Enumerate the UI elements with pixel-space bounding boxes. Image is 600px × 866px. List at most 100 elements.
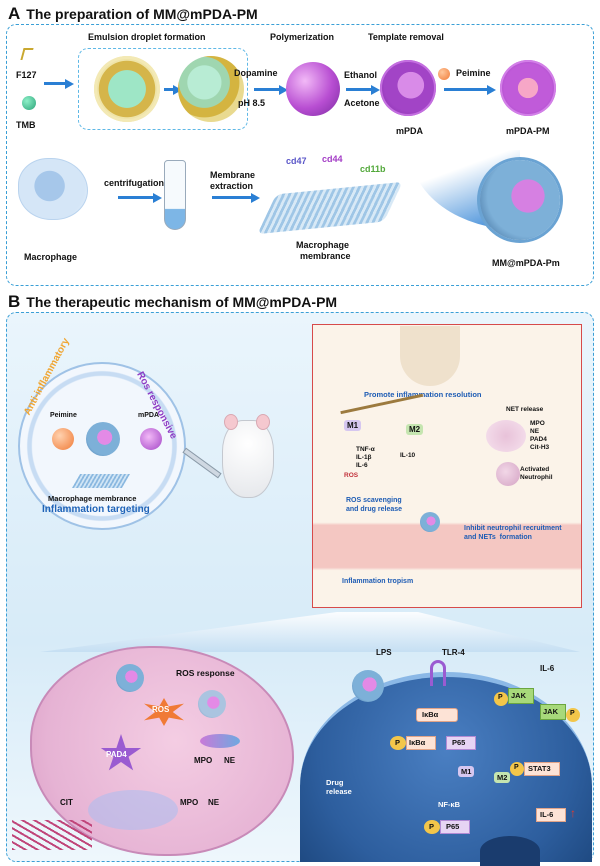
p-badge-2 <box>424 820 440 834</box>
jak-label-1: JAK <box>511 691 527 700</box>
arrow-a5 <box>444 84 496 95</box>
cytokines-down-label: TNF-α IL-1β IL-6 <box>356 446 375 469</box>
panel-a-frame <box>6 24 594 286</box>
mpda-ball <box>140 428 162 450</box>
arrow-a6 <box>118 192 162 203</box>
net-release-label: NET release <box>506 406 544 413</box>
p-badge-jak2 <box>566 708 580 722</box>
nucleus-mc <box>480 836 540 866</box>
p65-box-2 <box>440 820 470 834</box>
wheel-membrane <box>71 474 131 488</box>
p65-box <box>446 736 476 750</box>
il6-top-label: IL-6 <box>540 664 555 673</box>
dopamine-label: Dopamine <box>234 68 278 78</box>
peimine-dot <box>438 68 450 80</box>
mpda-sphere <box>380 60 436 116</box>
p-badge-jak <box>494 692 508 706</box>
macrophage-cell-icon <box>18 158 88 220</box>
final-nanoparticle <box>480 160 560 240</box>
centrifuge-tube-icon <box>164 160 186 230</box>
f127-label: F127 <box>16 70 37 80</box>
emulsion-box <box>78 48 248 130</box>
mpo2-label: MPO <box>180 798 199 807</box>
emulsion-label: Emulsion droplet formation <box>88 32 206 42</box>
up-arrow-icon: ↑ <box>570 806 576 820</box>
mpda-pm-label: mPDA-PM <box>506 126 550 136</box>
arrow-a4 <box>346 84 380 95</box>
ethanol-label: Ethanol <box>344 70 377 80</box>
ne2-label: NE <box>208 798 220 807</box>
jak-box-1 <box>508 688 534 704</box>
mouse-ear-right <box>256 414 270 430</box>
mpda-label: mPDA <box>396 126 424 136</box>
net-markers-label: MPO NE PAD4 Cit-H3 <box>530 420 550 451</box>
jak-label-2: JAK <box>543 707 559 716</box>
macrophage-membrance-label: Macrophage membrance <box>48 494 137 503</box>
stat3-box <box>524 762 560 776</box>
peimine-wheel-label: Peimine <box>50 412 77 419</box>
nucleus-blob <box>88 790 178 830</box>
ne-label: NE <box>224 756 236 765</box>
il10-label: IL-10 <box>400 452 416 459</box>
lps-label: LPS <box>376 648 392 657</box>
macrophage-label: Macrophage <box>24 252 78 262</box>
membrane-label-2: membrance <box>300 251 351 261</box>
polymerization-label: Polymerization <box>270 32 335 42</box>
il6-box <box>536 808 566 822</box>
membrane-extraction-label-2: extraction <box>210 181 254 191</box>
vessel-nanoparticle <box>420 512 440 532</box>
acetone-label: Acetone <box>344 98 380 108</box>
p-label-1: P <box>395 738 401 747</box>
mpo-ne-granule <box>200 734 240 748</box>
jak-box-2 <box>540 704 566 720</box>
mouse-icon <box>222 420 274 498</box>
m1-vessel-label: M1 <box>344 420 362 431</box>
peimine-ball <box>52 428 74 450</box>
stat3-label: STAT3 <box>528 764 551 773</box>
nc-nanoparticle-1 <box>116 664 144 692</box>
m1-mc-label: M1 <box>458 766 475 777</box>
arrow-a2 <box>164 84 182 95</box>
ikba-label: IκBα <box>422 710 439 719</box>
ros-cell-label: ROS <box>152 705 170 714</box>
polymerized-sphere <box>286 62 340 116</box>
peimine-label: Peimine <box>456 68 491 78</box>
p-badge-1 <box>390 736 406 750</box>
mc-nanoparticle <box>352 670 384 702</box>
net-neutrophil <box>486 420 526 452</box>
cit-label: CIT <box>60 798 73 807</box>
ph-label: pH 8.5 <box>238 98 266 108</box>
membrane-label-1: Macrophage <box>296 240 350 250</box>
ros-response-label: ROS response <box>176 668 235 678</box>
p-jak2-label: P <box>570 710 575 717</box>
pad4-label: PAD4 <box>106 750 127 759</box>
nc-nanoparticle-2 <box>198 690 226 718</box>
cd47-label: cd47 <box>286 156 307 166</box>
tlr4-receptor <box>430 660 446 686</box>
template-removal-label: Template removal <box>368 32 444 42</box>
dna-strands <box>12 820 92 850</box>
inflammation-targeting-label: Inflammation targeting <box>42 504 150 515</box>
arrow-a3 <box>254 84 288 95</box>
activated-neutrophil-label: Activated Neutrophil <box>520 466 553 481</box>
drug-release-label: Drug release <box>326 778 352 796</box>
tmb-icon <box>22 96 36 110</box>
final-label: MM@mPDA-Pm <box>492 258 560 268</box>
ros-scavenging-label: ROS scavenging and drug release <box>346 497 403 513</box>
p65-label: P65 <box>452 738 466 747</box>
p-stat-label: P <box>514 764 519 771</box>
il6-label: IL-6 <box>540 810 554 819</box>
ros-vessel-label: ROS <box>344 472 359 479</box>
promote-label: Promote inflammation resolution <box>364 390 482 399</box>
droplet-1 <box>94 56 160 122</box>
tmb-label: TMB <box>16 120 36 130</box>
nfkb-label: NF-κB <box>438 800 461 809</box>
centrifugation-label: centrifugation <box>104 178 164 188</box>
droplet-2 <box>178 56 244 122</box>
mpda-pm-sphere <box>500 60 556 116</box>
mpo-label: MPO <box>194 756 213 765</box>
ikba-group <box>416 708 458 722</box>
inhibit-label: Inhibit neutrophil recruitment and NETs … <box>464 525 562 541</box>
